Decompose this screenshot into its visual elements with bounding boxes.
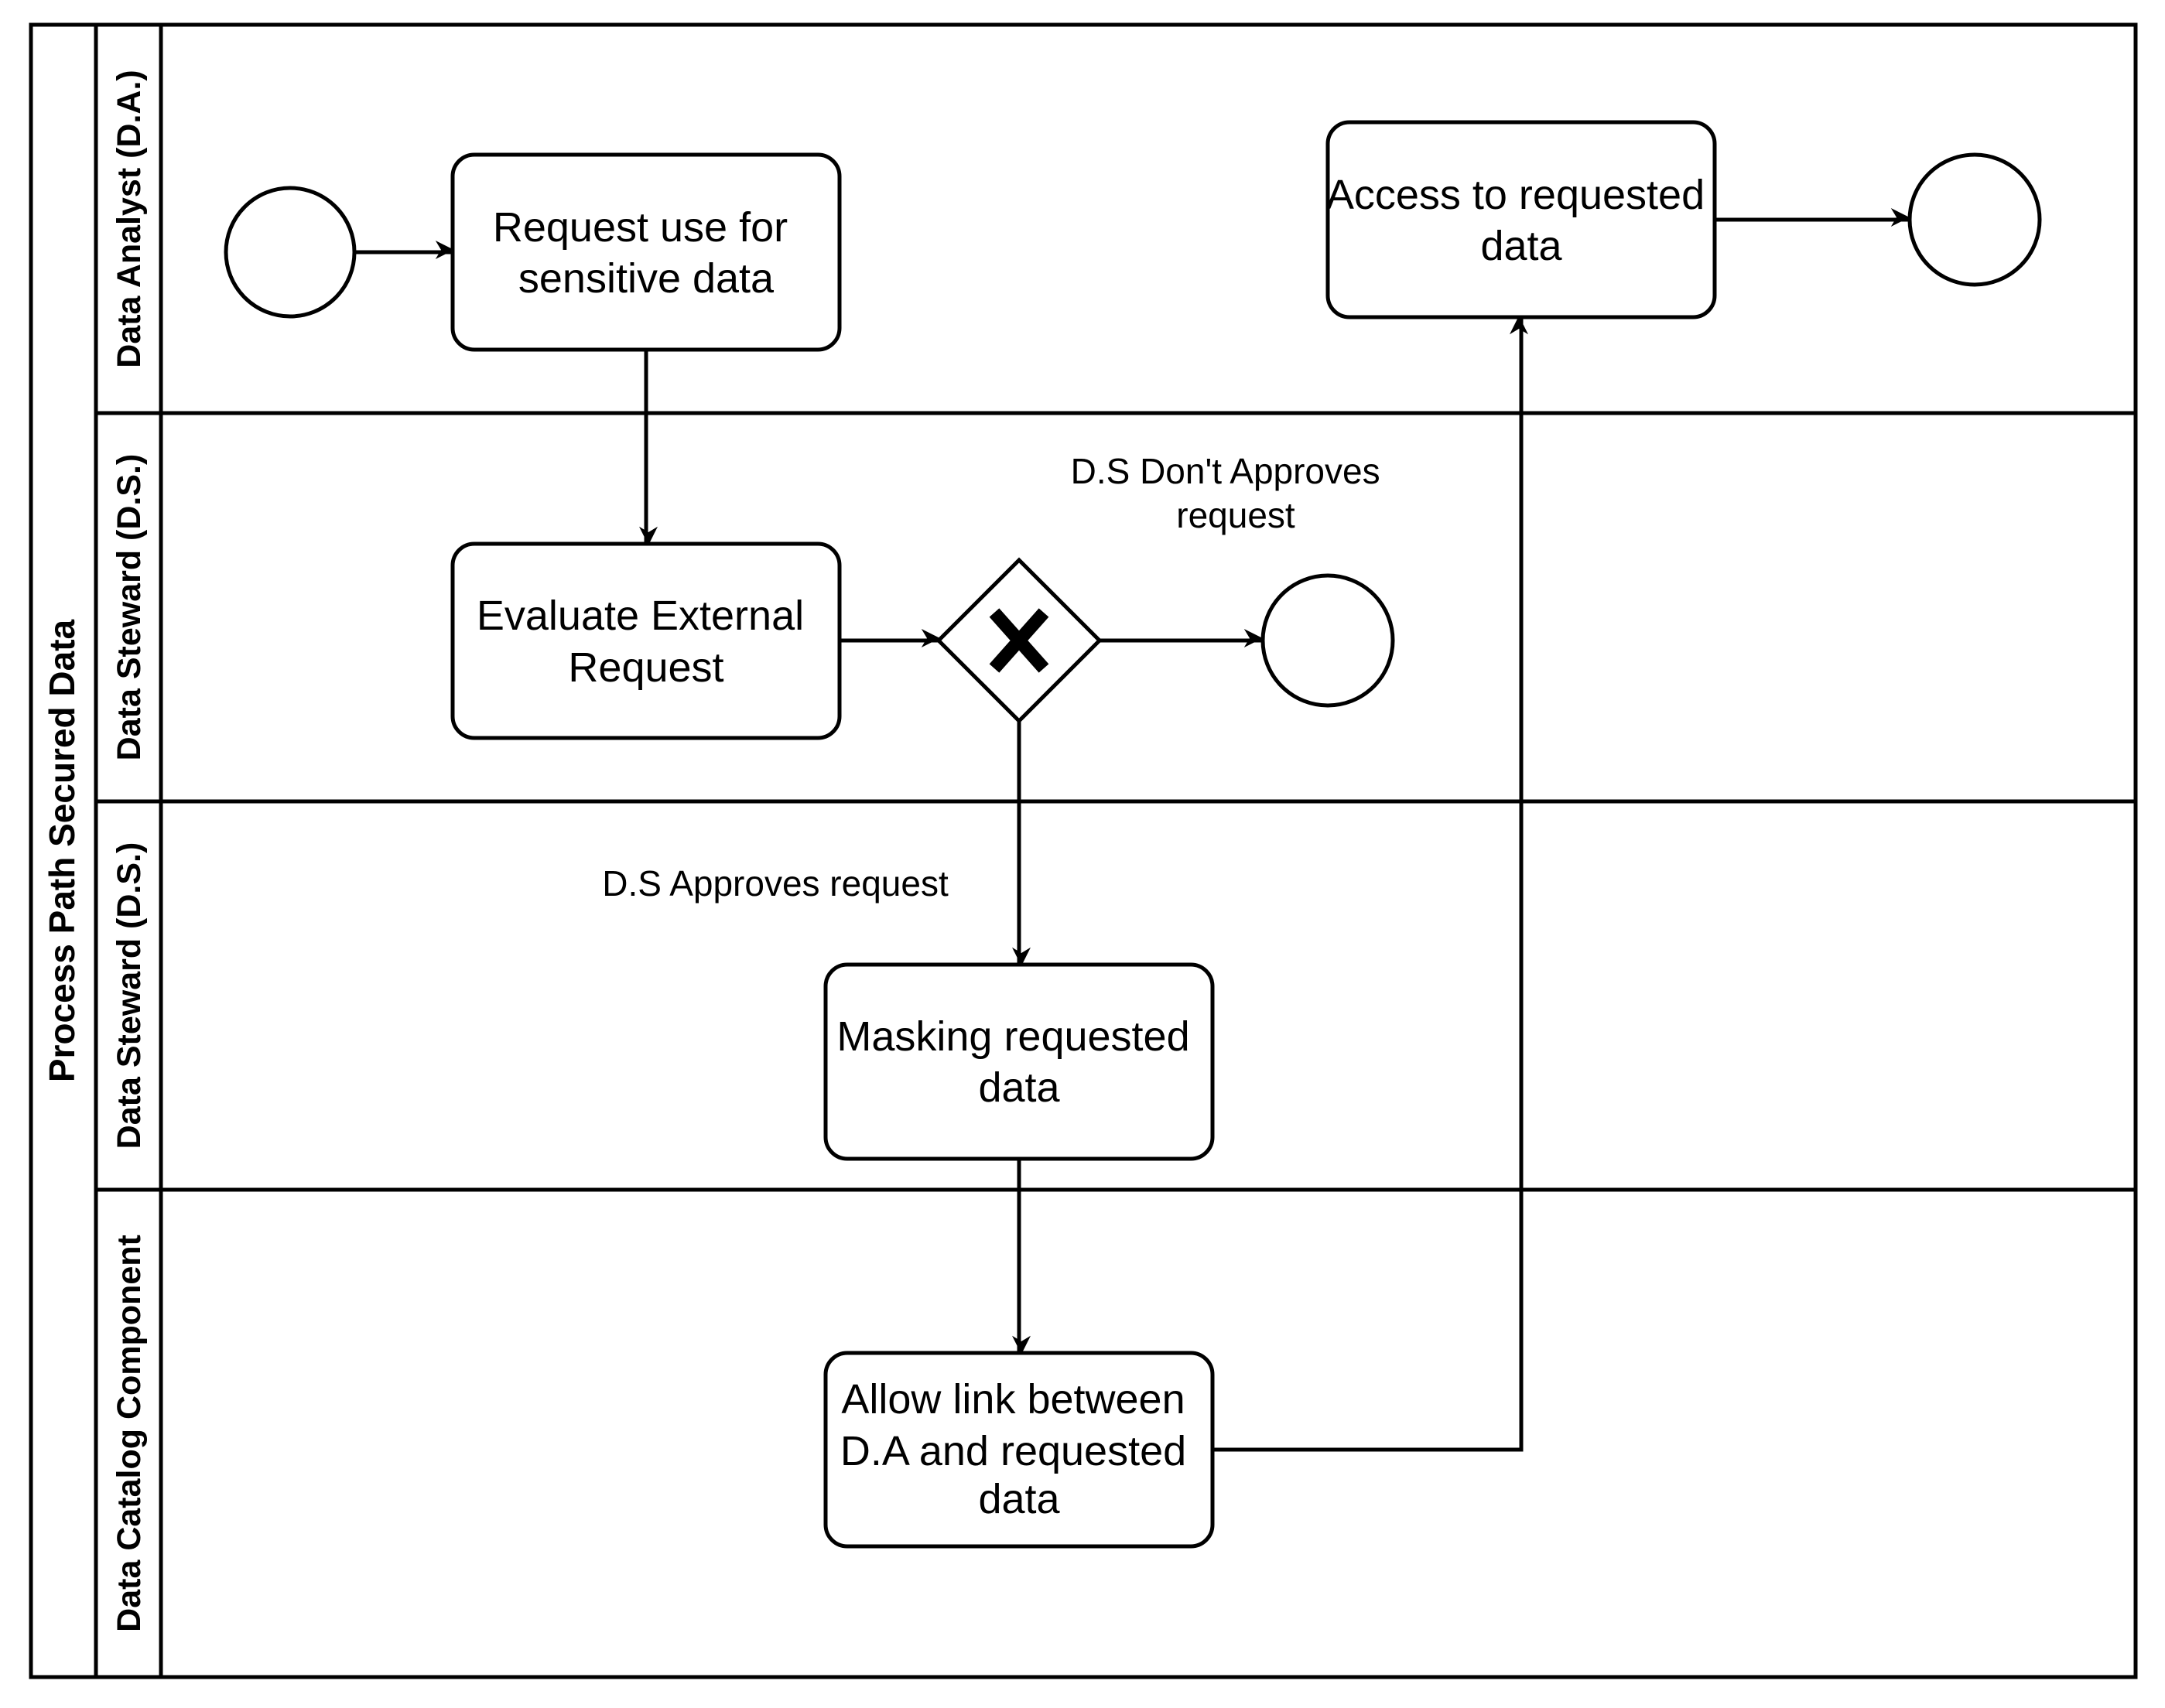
task-label-line: Allow link between	[841, 1376, 1185, 1423]
label-not-approved: D.S Don't Approves request	[1071, 451, 1390, 535]
svg-text:Access to requested data: Access to requested data	[1326, 172, 1716, 269]
start-event[interactable]	[224, 186, 357, 319]
svg-text:Allow link between D.A a: Allow link between D.A and requested dat…	[840, 1376, 1198, 1522]
lane-label-data-steward-1: Data Steward (D.S.)	[111, 454, 148, 761]
sequence-flows	[354, 208, 1910, 1452]
pool-title: Process Path Secured Data	[42, 619, 82, 1082]
svg-text:Masking requested data: Masking requested data	[836, 1013, 1201, 1111]
svg-text:Evaluate External Reques: Evaluate External Request	[477, 593, 816, 691]
lanes: Data Analyst (D.A.) Data Steward (D.S.) …	[96, 70, 2136, 1632]
task-allow-link[interactable]: Allow link between D.A and requested dat…	[823, 1351, 1215, 1549]
task-label-line: data	[978, 1476, 1060, 1522]
flow-allow-to-access	[1212, 316, 1528, 1452]
task-evaluate-external-request[interactable]: Evaluate External Request	[450, 541, 842, 740]
lane-label-data-catalog: Data Catalog Component	[111, 1235, 148, 1632]
svg-text:Request use for sensitiv: Request use for sensitive data	[493, 204, 799, 302]
label-line: D.S Don't Approves	[1071, 451, 1380, 491]
task-label-line: Request use for	[493, 204, 788, 251]
task-label-line: sensitive data	[518, 255, 775, 302]
task-label-line: D.A and requested	[840, 1428, 1186, 1474]
task-label-line: Access to requested	[1326, 172, 1705, 218]
end-event-access[interactable]	[1907, 152, 2042, 287]
pool: Process Path Secured Data	[29, 22, 2138, 1679]
task-label-line: Masking requested	[836, 1013, 1189, 1060]
lane-label-data-analyst: Data Analyst (D.A.)	[111, 70, 148, 367]
task-access-requested-data[interactable]: Access to requested data	[1325, 120, 1717, 319]
lane-label-data-steward-2: Data Steward (D.S.)	[111, 842, 148, 1149]
label-approved: D.S Approves request	[602, 863, 949, 904]
label-line: request	[1176, 495, 1295, 535]
exclusive-gateway[interactable]	[935, 557, 1103, 724]
task-masking-requested-data[interactable]: Masking requested data	[823, 962, 1215, 1161]
end-event-rejected[interactable]	[1260, 573, 1395, 708]
task-label-line: Request	[568, 644, 723, 691]
task-label-line: Evaluate External	[477, 593, 804, 639]
task-label-line: data	[978, 1064, 1060, 1111]
x-icon	[989, 608, 1049, 673]
task-request-sensitive-data[interactable]: Request use for sensitive data	[450, 152, 842, 352]
task-label-line: data	[1480, 223, 1562, 269]
